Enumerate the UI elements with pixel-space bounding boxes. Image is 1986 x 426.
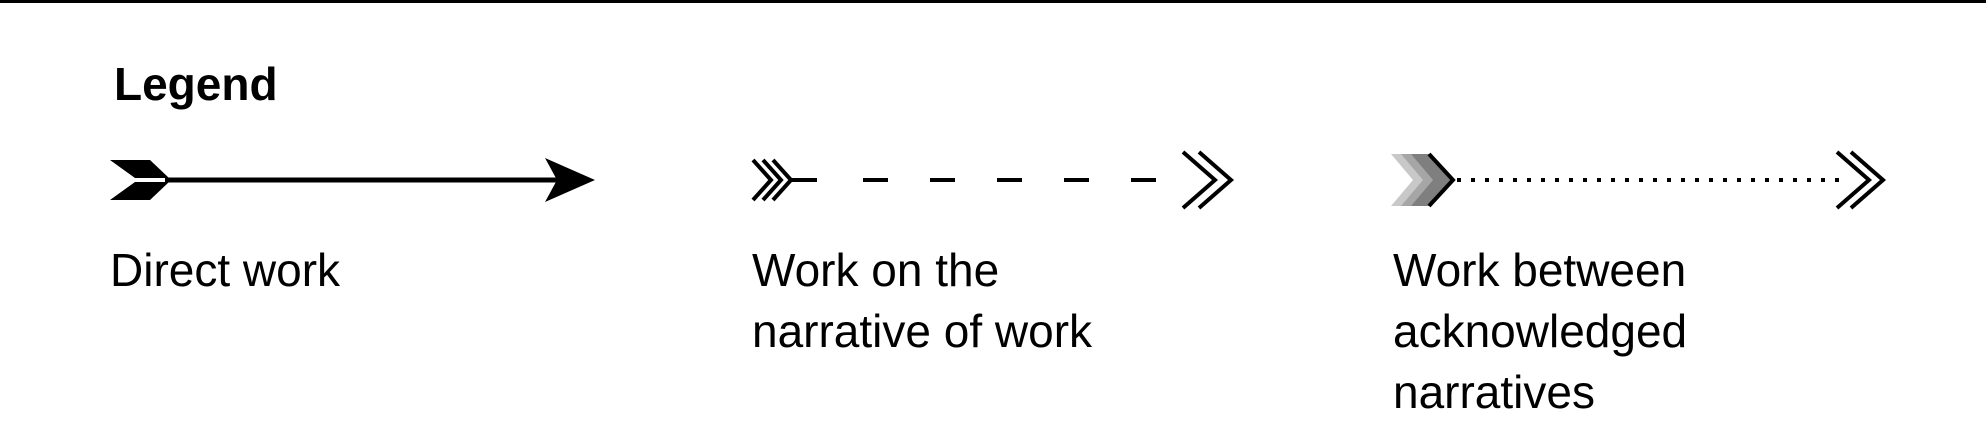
solid-arrow-icon [110,158,595,202]
arrow-head [545,158,595,202]
legend-item-between-narratives: Work between acknowledged narratives [1385,140,1887,418]
head-double-chevron [1835,150,1887,210]
legend-title: Legend [114,58,278,110]
dotted-arrow-icon [1391,150,1887,210]
tail-chevron-outline [1427,152,1456,208]
tail-chevron-dark [1411,154,1451,206]
tail-fletch-lower [110,182,169,200]
tail-fletch-upper [110,160,169,178]
legend-item-direct-work: Direct work [105,140,605,296]
top-divider [0,0,1986,3]
head-double-chevron [1181,150,1235,210]
dashed-arrow-icon [751,150,1235,210]
tail-triple-chevron [751,158,794,202]
legend-label-direct-work: Direct work [110,244,341,296]
legend-label-between-narratives: Work between acknowledged narratives [1393,244,1688,418]
legend-item-narrative-work: Work on the narrative of work [745,140,1245,357]
legend-label-narrative-work: Work on the narrative of work [752,244,1093,357]
